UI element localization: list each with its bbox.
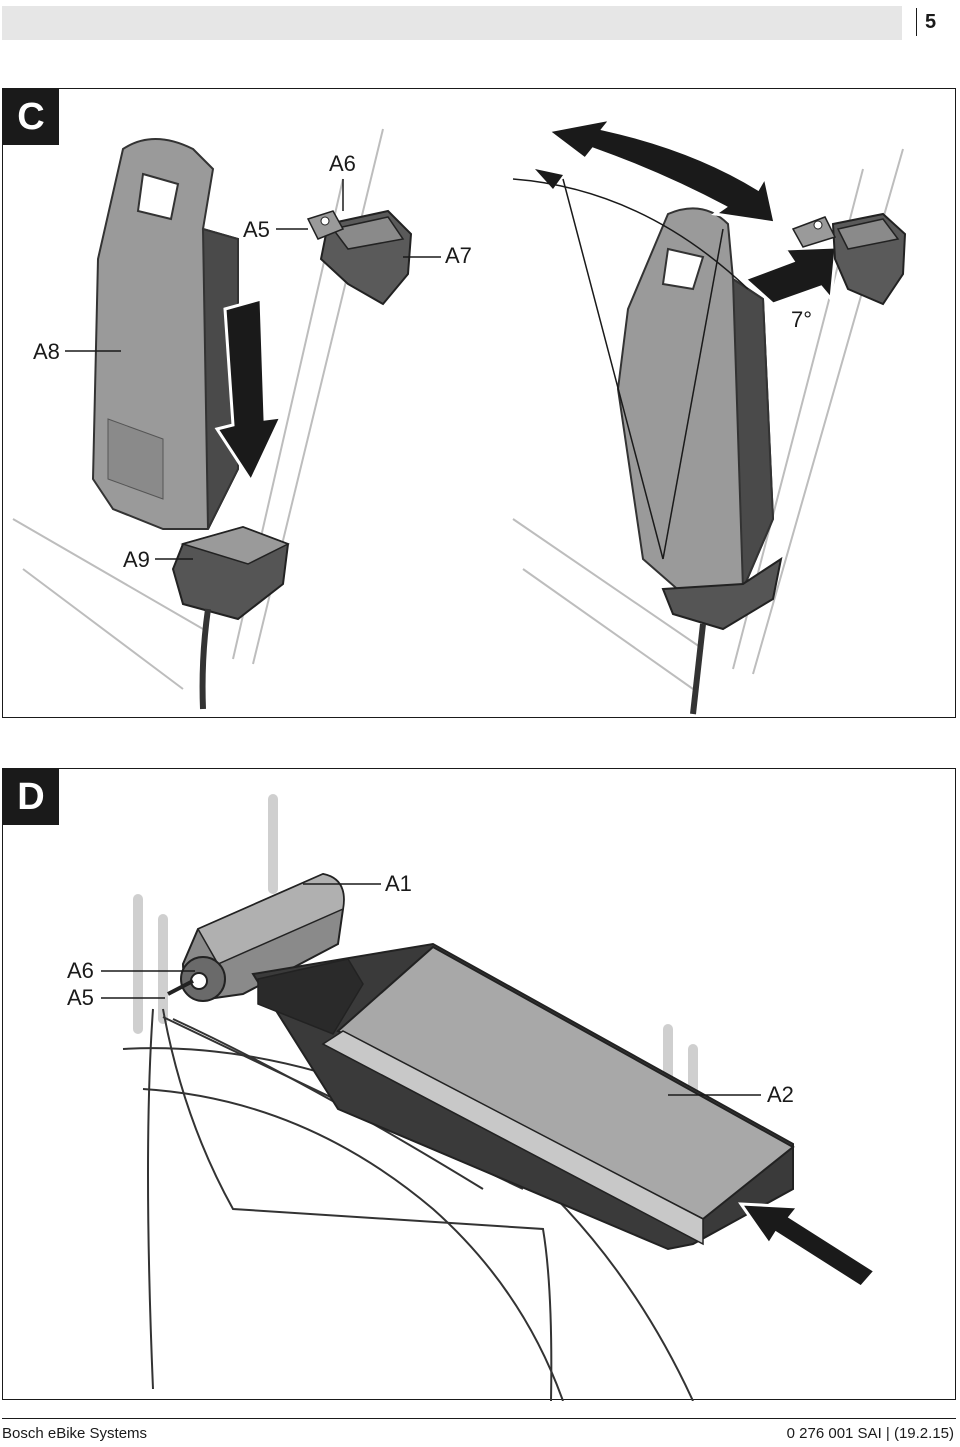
push-arrow-icon: [742, 245, 838, 306]
tilt-double-arrow-icon: [544, 116, 777, 225]
callout-a5: A5: [243, 217, 270, 242]
panel-c-illustration: [12, 116, 907, 715]
lock-a7-left: [306, 209, 413, 306]
footer-doc-ref: 0 276 001 SAI | (19.2.15): [786, 1425, 954, 1442]
holder-a9-left: [171, 525, 290, 710]
callout-a9: A9: [123, 547, 150, 572]
footer-rule: [2, 1418, 956, 1419]
push-arrow-icon-d: [738, 1202, 878, 1289]
page-number: 5: [916, 8, 956, 36]
callout-a6-d: A6: [67, 958, 94, 983]
panel-c-tag: C: [3, 89, 59, 145]
battery-a8-tilted: [616, 207, 783, 715]
insert-down-arrow-icon: [214, 297, 284, 485]
callout-a2: A2: [767, 1082, 794, 1107]
panel-d-illustration: [101, 794, 878, 1401]
panel-d-tag: D: [3, 769, 59, 825]
callout-a8: A8: [33, 339, 60, 364]
battery-a2: [251, 942, 795, 1251]
angle-label: 7°: [791, 307, 813, 332]
footer-brand: Bosch eBike Systems: [2, 1425, 148, 1442]
callout-a1: A1: [385, 871, 412, 896]
header-bar: [2, 6, 902, 40]
battery-a8: [91, 138, 239, 530]
holder-a1: [167, 872, 345, 1002]
lock-a7-right: [791, 212, 907, 306]
callout-a5-d: A5: [67, 985, 94, 1010]
callout-a7: A7: [445, 243, 472, 268]
callout-a6: A6: [329, 151, 356, 176]
figure-panel-d: D A1 A6 A5 A2: [2, 768, 956, 1401]
figure-panel-c: C A5 A6 A7 A8 A9 7°: [2, 88, 956, 718]
